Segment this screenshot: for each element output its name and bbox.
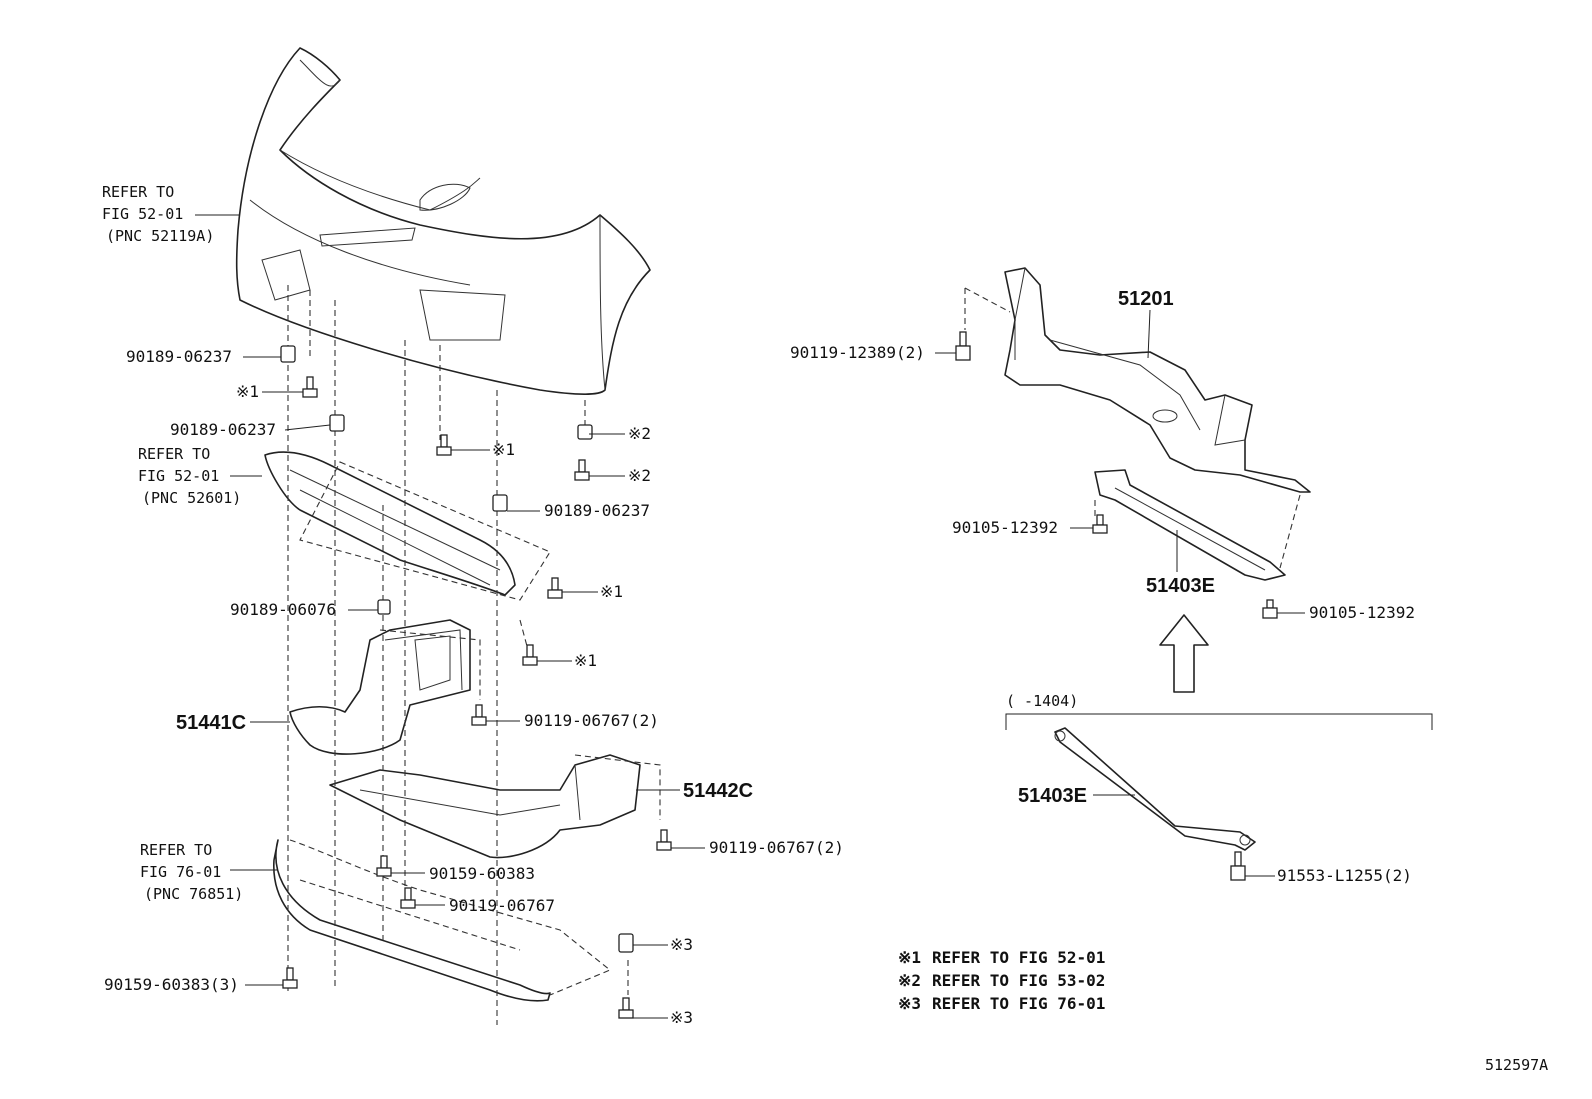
legend-mark: ※2 bbox=[898, 971, 921, 990]
fastener-label[interactable]: 90119-06767(2) bbox=[709, 838, 844, 857]
refer-note-line: FIG 52-01 bbox=[138, 467, 219, 485]
part-label-51442c[interactable]: 51442C bbox=[683, 780, 753, 802]
upper-absorber-drawing bbox=[264, 451, 551, 601]
brace-51403e-bottom-drawing bbox=[1054, 727, 1256, 851]
leader-lines bbox=[195, 214, 1305, 1019]
fastener-label[interactable]: 90159-60383 bbox=[429, 864, 535, 883]
ref-mark: ※1 bbox=[236, 382, 259, 401]
legend-text: REFER TO FIG 52-01 bbox=[932, 948, 1105, 967]
refer-note-bumper: REFER TO FIG 52-01 (PNC 52119A) bbox=[102, 183, 214, 245]
refer-note-line: REFER TO bbox=[140, 841, 212, 859]
fastener-label[interactable]: 90159-60383(3) bbox=[104, 975, 239, 994]
lower-spoiler-drawing bbox=[273, 839, 612, 1002]
refer-note-line: (PNC 52601) bbox=[142, 489, 241, 507]
legend-mark: ※1 bbox=[898, 948, 921, 967]
ref-mark: ※3 bbox=[670, 1008, 693, 1027]
fastener-label[interactable]: 90189-06237 bbox=[544, 501, 650, 520]
ref-mark: ※2 bbox=[628, 424, 651, 443]
legend-mark: ※3 bbox=[898, 994, 921, 1013]
legend-text: REFER TO FIG 76-01 bbox=[932, 994, 1105, 1013]
legend-text: REFER TO FIG 53-02 bbox=[932, 971, 1105, 990]
refer-note-line: REFER TO bbox=[138, 445, 210, 463]
fastener-glyphs bbox=[280, 331, 1278, 1019]
fastener-label[interactable]: 90119-06767 bbox=[449, 896, 555, 915]
diagram-id: 512597A bbox=[1485, 1056, 1548, 1074]
refer-note-line: FIG 52-01 bbox=[102, 205, 183, 223]
refer-note-line: (PNC 76851) bbox=[144, 885, 243, 903]
ref-mark: ※3 bbox=[670, 935, 693, 954]
variant-bracket bbox=[1005, 713, 1433, 730]
brace-51403e-top-drawing bbox=[1094, 469, 1286, 581]
fastener-label[interactable]: 91553-L1255(2) bbox=[1277, 866, 1412, 885]
refer-note-absorber: REFER TO FIG 52-01 (PNC 52601) bbox=[138, 445, 241, 507]
part-label-51403e-bottom[interactable]: 51403E bbox=[1018, 785, 1087, 807]
part-label-51403e-top[interactable]: 51403E bbox=[1146, 575, 1215, 597]
refer-note-line: FIG 76-01 bbox=[140, 863, 221, 881]
crossmember-51201-drawing bbox=[964, 267, 1311, 569]
ref-mark: ※1 bbox=[600, 582, 623, 601]
fastener-label[interactable]: 90189-06237 bbox=[170, 420, 276, 439]
legend: ※1 REFER TO FIG 52-01 ※2 REFER TO FIG 53… bbox=[898, 948, 1105, 1013]
front-bumper-cover-drawing bbox=[235, 47, 651, 395]
fastener-label[interactable]: 90119-12389(2) bbox=[790, 343, 925, 362]
fastener-label[interactable]: 90119-06767(2) bbox=[524, 711, 659, 730]
part-label-51201[interactable]: 51201 bbox=[1118, 288, 1174, 310]
engine-under-cover-51441c-drawing bbox=[289, 619, 481, 755]
engine-under-cover-51442c-drawing bbox=[329, 754, 661, 859]
fastener-label[interactable]: 90105-12392 bbox=[1309, 603, 1415, 622]
ref-mark: ※1 bbox=[574, 651, 597, 670]
part-label-51441c[interactable]: 51441C bbox=[176, 712, 246, 734]
fastener-label[interactable]: 90189-06237 bbox=[126, 347, 232, 366]
fastener-label[interactable]: 90105-12392 bbox=[952, 518, 1058, 537]
refer-note-line: (PNC 52119A) bbox=[106, 227, 214, 245]
variant-bracket-label: ( -1404) bbox=[1006, 692, 1078, 710]
refer-note-spoiler: REFER TO FIG 76-01 (PNC 76851) bbox=[140, 841, 243, 903]
ref-mark: ※1 bbox=[492, 440, 515, 459]
direction-arrow bbox=[1159, 614, 1209, 693]
refer-note-line: REFER TO bbox=[102, 183, 174, 201]
fastener-label[interactable]: 90189-06076 bbox=[230, 600, 336, 619]
ref-mark: ※2 bbox=[628, 466, 651, 485]
